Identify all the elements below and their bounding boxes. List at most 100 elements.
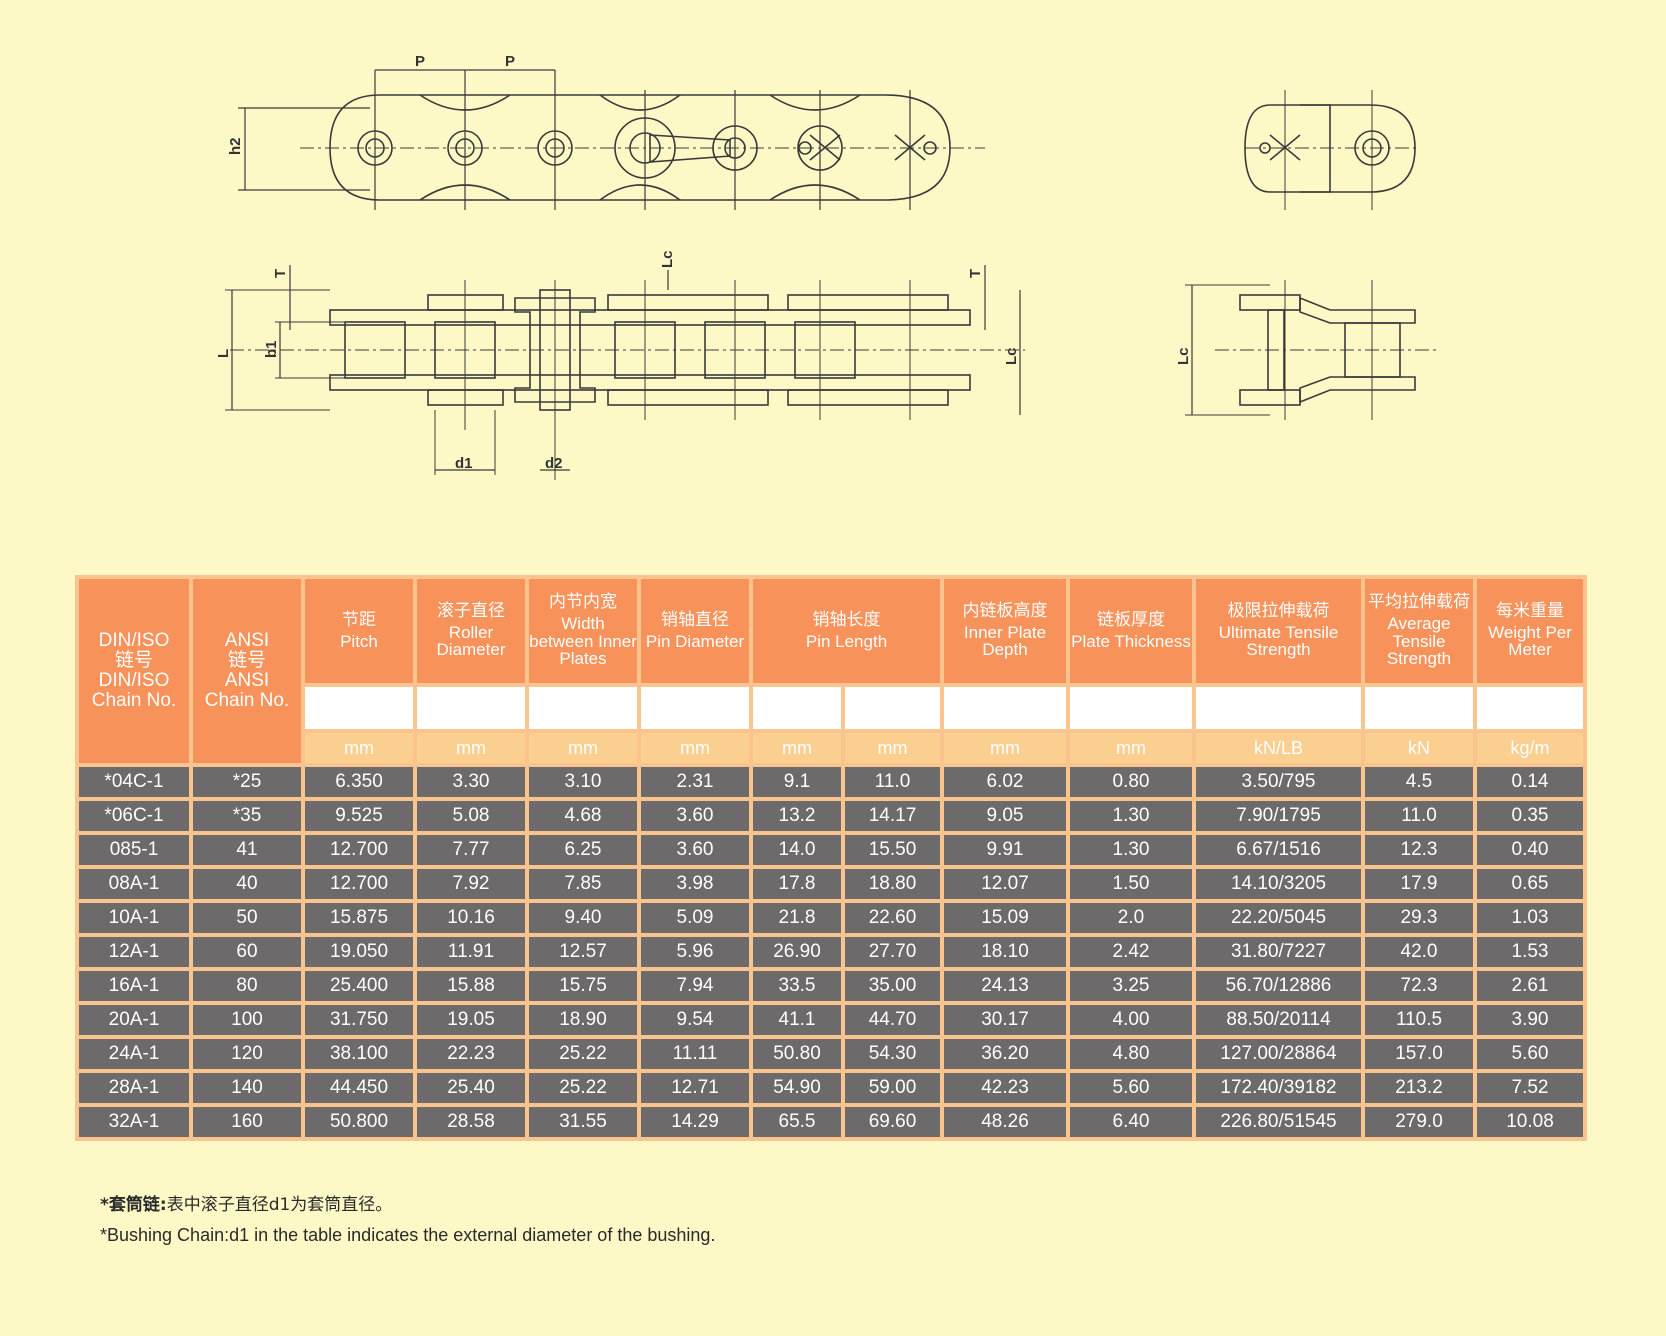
table-cell: 48.26 xyxy=(944,1107,1067,1137)
table-cell: 10.16 xyxy=(417,903,525,933)
header-din-iso-chain-no: DIN/ISO 链号 DIN/ISO Chain No. xyxy=(79,579,189,763)
table-cell: 9.40 xyxy=(529,903,637,933)
symbol-cell: q xyxy=(1477,687,1584,729)
table-cell: 24.13 xyxy=(944,971,1067,1001)
table-cell: 213.2 xyxy=(1365,1073,1474,1103)
table-cell: 3.60 xyxy=(641,835,749,865)
table-cell: 12.71 xyxy=(641,1073,749,1103)
table-cell: 25.22 xyxy=(529,1073,637,1103)
unit-cell: mm xyxy=(305,733,413,763)
table-cell: 15.875 xyxy=(305,903,413,933)
table-cell: 12.700 xyxy=(305,869,413,899)
table-cell: 3.25 xyxy=(1070,971,1193,1001)
table-cell: 1.53 xyxy=(1477,937,1584,967)
table-cell: 3.98 xyxy=(641,869,749,899)
table-cell: 9.91 xyxy=(944,835,1067,865)
header-ansi-chain-no: ANSI 链号 ANSI Chain No. xyxy=(193,579,301,763)
unit-cell: kN xyxy=(1365,733,1474,763)
table-cell: 42.23 xyxy=(944,1073,1067,1103)
table-cell: 4.80 xyxy=(1070,1039,1193,1069)
table-cell: 15.50 xyxy=(845,835,941,865)
din-chain-no-cell: *06C-1 xyxy=(79,801,189,831)
table-cell: 15.88 xyxy=(417,971,525,1001)
table-cell: 6.40 xyxy=(1070,1107,1193,1137)
table-cell: 1.50 xyxy=(1070,869,1193,899)
table-cell: 15.09 xyxy=(944,903,1067,933)
table-cell: 28.58 xyxy=(417,1107,525,1137)
table-cell: 6.02 xyxy=(944,767,1067,797)
table-cell: 0.80 xyxy=(1070,767,1193,797)
chain-technical-drawing: P P h2 T Lc T L b1 Lc d1 d2 Lc xyxy=(0,0,1666,540)
table-cell: 25.22 xyxy=(529,1039,637,1069)
table-cell: 26.90 xyxy=(753,937,841,967)
table-cell: 1.30 xyxy=(1070,835,1193,865)
table-cell: 88.50/20114 xyxy=(1196,1005,1362,1035)
dim-label-t: T xyxy=(272,269,289,278)
table-cell: 1.30 xyxy=(1070,801,1193,831)
table-cell: 2.42 xyxy=(1070,937,1193,967)
footnotes: *套筒链:表中滚子直径d1为套筒直径。 *Bushing Chain:d1 in… xyxy=(100,1190,715,1246)
table-cell: 17.9 xyxy=(1365,869,1474,899)
table-cell: 31.55 xyxy=(529,1107,637,1137)
table-cell: 10.08 xyxy=(1477,1107,1584,1137)
table-cell: 110.5 xyxy=(1365,1005,1474,1035)
table-cell: 5.08 xyxy=(417,801,525,831)
unit-cell: mm xyxy=(753,733,841,763)
table-cell: 7.94 xyxy=(641,971,749,1001)
table-cell: 15.75 xyxy=(529,971,637,1001)
dim-label-b1: b1 xyxy=(263,340,280,358)
table-cell: 22.23 xyxy=(417,1039,525,1069)
table-cell: 27.70 xyxy=(845,937,941,967)
table-cell: 9.05 xyxy=(944,801,1067,831)
table-cell: 12.3 xyxy=(1365,835,1474,865)
table-cell: 3.30 xyxy=(417,767,525,797)
unit-cell: mm xyxy=(1070,733,1193,763)
table-cell: 65.5 xyxy=(753,1107,841,1137)
ansi-chain-no-cell: *35 xyxy=(193,801,301,831)
table-cell: 31.750 xyxy=(305,1005,413,1035)
table-cell: 5.60 xyxy=(1070,1073,1193,1103)
table-cell: 157.0 xyxy=(1365,1039,1474,1069)
table-cell: 4.5 xyxy=(1365,767,1474,797)
table-cell: 17.8 xyxy=(753,869,841,899)
chain-spec-table-wrapper: DIN/ISO 链号 DIN/ISO Chain No. ANSI 链号 ANS… xyxy=(75,575,1588,1141)
table-cell: 226.80/51545 xyxy=(1196,1107,1362,1137)
table-cell: 0.65 xyxy=(1477,869,1584,899)
din-chain-no-cell: *04C-1 xyxy=(79,767,189,797)
table-cell: 11.0 xyxy=(1365,801,1474,831)
table-cell: 7.90/1795 xyxy=(1196,801,1362,831)
dim-label-l: L xyxy=(215,349,232,358)
table-cell: 6.350 xyxy=(305,767,413,797)
symbol-cell: p xyxy=(305,687,413,729)
table-cell: 12.57 xyxy=(529,937,637,967)
unit-cell: mm xyxy=(641,733,749,763)
table-cell: 5.60 xyxy=(1477,1039,1584,1069)
table-cell: 31.80/7227 xyxy=(1196,937,1362,967)
din-chain-no-cell: 32A-1 xyxy=(79,1107,189,1137)
table-cell: 54.90 xyxy=(753,1073,841,1103)
table-cell: 12.07 xyxy=(944,869,1067,899)
table-cell: 7.85 xyxy=(529,869,637,899)
table-cell: 3.60 xyxy=(641,801,749,831)
table-cell: 35.00 xyxy=(845,971,941,1001)
table-cell: 2.61 xyxy=(1477,971,1584,1001)
ansi-chain-no-cell: 140 xyxy=(193,1073,301,1103)
table-cell: 72.3 xyxy=(1365,971,1474,1001)
din-chain-no-cell: 24A-1 xyxy=(79,1039,189,1069)
table-cell: 25.40 xyxy=(417,1073,525,1103)
table-cell: 127.00/28864 xyxy=(1196,1039,1362,1069)
table-cell: 18.90 xyxy=(529,1005,637,1035)
table-cell: 9.1 xyxy=(753,767,841,797)
dim-label-lc: Lc xyxy=(659,250,676,268)
chain-spec-table: DIN/ISO 链号 DIN/ISO Chain No. ANSI 链号 ANS… xyxy=(75,575,1588,1141)
